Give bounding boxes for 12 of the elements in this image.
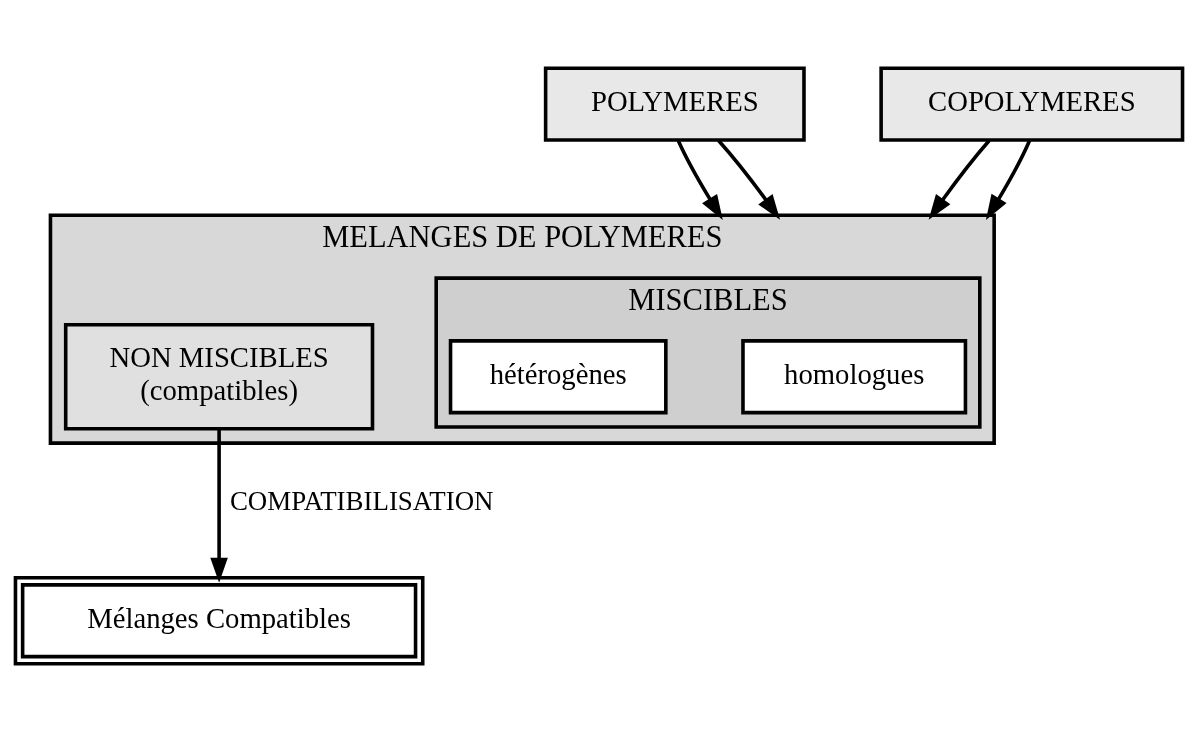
node-box: NON MISCIBLES (compatibles) [63,322,375,431]
arrow [928,138,991,220]
arrow [210,428,228,583]
node-box: POLYMERES [543,65,806,142]
node-box: COPOLYMERES [879,65,1185,142]
edge-label: COMPATIBILISATION [229,485,494,516]
arrow [676,139,723,220]
node-box: Mélanges Compatibles [13,575,425,666]
arrow [985,139,1032,220]
arrow [717,138,781,220]
node-box: hétérogènes [448,338,668,414]
node-box: homologues [741,338,968,414]
